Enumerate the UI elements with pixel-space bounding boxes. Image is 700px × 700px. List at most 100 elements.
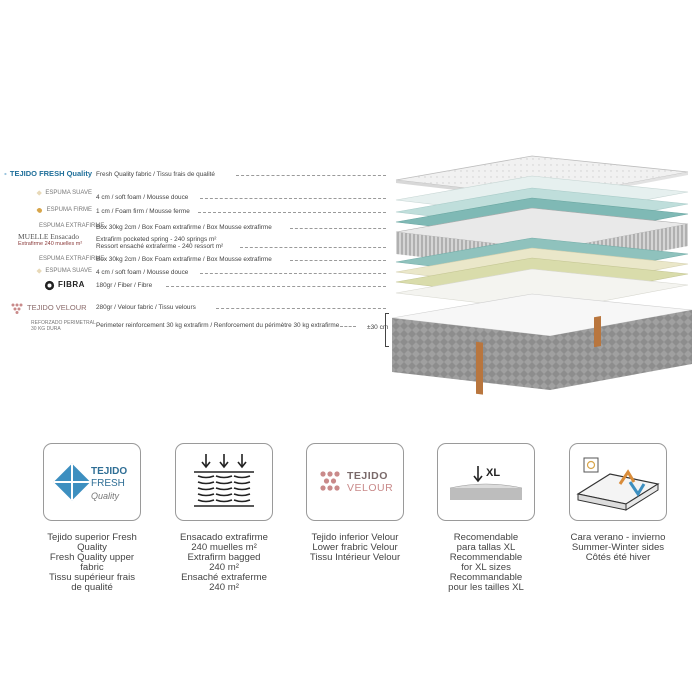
mattress-illustration (391, 155, 693, 395)
summer-winter-sides-icon (576, 457, 660, 511)
logo-text: REFORZADO PERIMETRAL (31, 319, 96, 326)
caption-line: Quality (77, 542, 107, 553)
leader-line (290, 260, 386, 261)
layer-description: Fresh Quality fabric / Tissu frais de qu… (96, 171, 215, 178)
espuma-firme-logo: ESPUMA FIRME (36, 203, 92, 217)
caption-line: Ensacado extrafirme (180, 532, 268, 543)
caption-line: Recomendable (453, 532, 519, 543)
leader-line (340, 326, 356, 327)
logo-subtext: 30 KG DURA (31, 326, 61, 332)
layer-description: Box 30kg 2cm / Box Foam extrafirme / Box… (96, 224, 272, 231)
caption-line: Extrafirm bagged (187, 552, 261, 563)
logo-text: ESPUMA FIRME (46, 206, 92, 213)
logo-text: MUELLE Ensacado (18, 232, 80, 241)
card-text: FRESH (91, 478, 125, 489)
logo-text: ESPUMA EXTRAFIRME (39, 222, 105, 229)
fibra-logo: FIBRA (44, 278, 94, 292)
reforzado-perimetral-logo: REFORZADO PERIMETRAL 30 KG DURA (28, 319, 96, 333)
caption-line: para tallas XL (456, 542, 516, 553)
leader-line (200, 198, 386, 199)
stitch-strap (476, 341, 483, 395)
caption-line: 240 m² (209, 562, 239, 573)
layer-description: 1 cm / Foam firm / Mousse ferme (96, 208, 190, 215)
fresh-quality-caption: Tejido superior Fresh Quality Fresh Qual… (33, 533, 151, 593)
fresh-quality-fabric-icon (53, 463, 91, 501)
logo-text: FIBRA (58, 279, 85, 289)
leader-line (290, 228, 386, 229)
layer-description: Extrafirm pocketed spring - 240 springs … (96, 236, 217, 243)
caption-line: Tissu Intérieur Velour (309, 552, 401, 563)
caption-line: Tejido inferior Velour (311, 532, 399, 543)
base-layer (391, 293, 693, 395)
velour-card: TEJIDO VELOUR (306, 443, 404, 521)
layer-description: 180gr / Fiber / Fibre (96, 282, 153, 289)
caption-line: Tissu supérieur frais (48, 572, 135, 583)
espuma-suave-logo: ESPUMA SUAVE (36, 186, 92, 200)
caption-line: Côtés été hiver (585, 552, 651, 563)
caption-line: Recommandable (449, 572, 523, 583)
card-text: TEJIDO (347, 470, 388, 482)
caption-line: Lower frabric Velour (312, 542, 398, 553)
caption-line: for XL sizes (461, 562, 511, 573)
leader-line (216, 308, 386, 309)
tejido-fresh-logo: TEJIDO FRESH Quality (4, 167, 92, 181)
caption-line: 240 m² (209, 582, 239, 593)
caption-line: Ensaché extraferme (181, 572, 267, 583)
bagged-springs-card (175, 443, 273, 521)
summer-winter-card (569, 443, 667, 521)
leader-line (200, 273, 386, 274)
layer-description: 4 cm / soft foam / Mousse douce (96, 269, 189, 276)
xl-size-icon (449, 466, 523, 500)
xl-size-card: XL (437, 443, 535, 521)
card-text: TEJIDO (91, 466, 128, 477)
foam-icon (36, 268, 42, 274)
fresh-quality-card: TEJIDO FRESH Quality (43, 443, 141, 521)
logo-text: ESPUMA SUAVE (45, 189, 92, 196)
caption-line: Recommendable (449, 552, 523, 563)
velour-fabric-icon (320, 471, 340, 491)
caption-line: Tejido superior Fresh (47, 532, 137, 543)
fiber-icon (44, 280, 55, 290)
espuma-suave-logo: ESPUMA SUAVE (36, 264, 92, 278)
logo-text: ESPUMA SUAVE (45, 267, 92, 274)
height-label: ±30 cm (367, 324, 389, 331)
layer-description: 280gr / Velour fabric / Tissu velours (96, 304, 196, 311)
logo-text: TEJIDO FRESH Quality (9, 168, 92, 178)
leader-line (236, 175, 386, 176)
foam-icon (36, 208, 43, 213)
leader-line (198, 212, 386, 213)
logo-text: TEJIDO VELOUR (27, 302, 87, 312)
caption-line: Summer-Winter sides (571, 542, 665, 553)
bagged-springs-icon (194, 454, 254, 507)
caption-line: Fresh Quality upper (49, 552, 135, 563)
layer-description: Ressort ensaché extraferme - 240 ressort… (96, 243, 224, 250)
logo-text: ESPUMA EXTRAFIRME (39, 255, 105, 262)
muelle-ensacado-logo: MUELLE Ensacado Extrafirme 240 muelles m… (18, 232, 94, 252)
card-text: XL (486, 467, 501, 479)
velour-dots-icon (11, 303, 23, 314)
card-text: Quality (91, 491, 120, 501)
bagged-springs-caption: Ensacado extrafirme 240 muelles m² Extra… (165, 533, 283, 593)
layer-description: 4 cm / soft foam / Mousse douce (96, 194, 189, 201)
stitch-strap (594, 316, 601, 348)
leader-line (166, 286, 386, 287)
caption-line: 240 muelles m² (191, 542, 257, 553)
fresh-quality-fabric-icon (4, 172, 7, 176)
caption-line: Cara verano - invierno (570, 532, 666, 543)
layer-description: Perimeter reinforcement 30 kg extrafirm … (96, 322, 340, 329)
velour-caption: Tejido inferior Velour Lower frabric Vel… (296, 533, 414, 563)
caption-line: pour les tailles XL (448, 582, 524, 593)
logo-subtext: Extrafirme 240 muelles m² (18, 240, 83, 247)
leader-line (240, 247, 386, 248)
caption-line: fabric (80, 562, 104, 573)
layer-description: Box 30kg 2cm / Box Foam extrafirme / Box… (96, 256, 272, 263)
espuma-extrafirme-logo: ESPUMA EXTRAFIRME (36, 252, 104, 266)
espuma-extrafirme-logo: ESPUMA EXTRAFIRME (36, 219, 104, 233)
caption-line: de qualité (71, 582, 113, 593)
summer-winter-caption: Cara verano - invierno Summer-Winter sid… (559, 533, 677, 563)
height-bracket (385, 313, 389, 347)
foam-icon (36, 190, 42, 196)
xl-size-caption: Recomendable para tallas XL Recommendabl… (427, 533, 545, 593)
tejido-velour-logo: TEJIDO VELOUR (10, 301, 94, 315)
card-text: VELOUR (347, 482, 394, 494)
